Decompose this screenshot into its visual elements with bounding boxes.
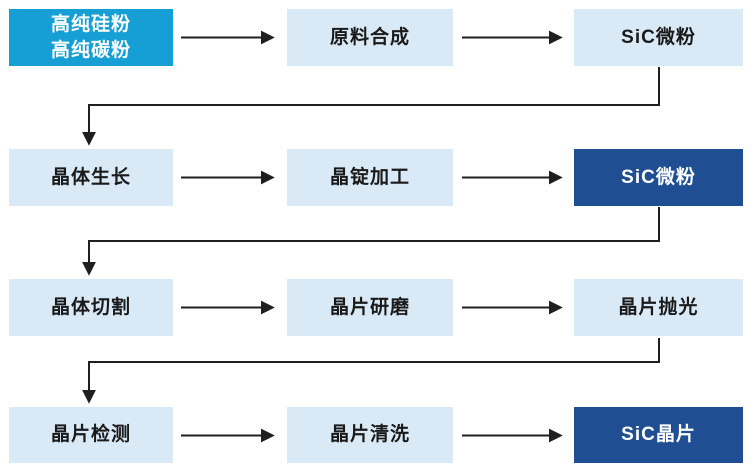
flow-node-sic-wafer: SiC晶片 — [574, 407, 743, 463]
flow-node-material-synthesis: 原料合成 — [287, 9, 453, 66]
flow-node-label: SiC晶片 — [621, 424, 696, 446]
flow-node-sic-micropowder-dark: SiC微粉 — [574, 149, 743, 206]
flow-node-crystal-cutting: 晶体切割 — [9, 279, 173, 336]
flow-node-label: 晶体切割 — [50, 296, 131, 318]
flow-node-wafer-inspection: 晶片检测 — [9, 407, 173, 463]
connector-row1-to-row2 — [82, 67, 660, 146]
flow-node-label: 高纯硅粉 — [50, 13, 131, 35]
flow-node-label: 晶锭加工 — [329, 166, 410, 188]
flow-node-label: 晶片抛光 — [618, 296, 699, 318]
flow-node-label: 晶体生长 — [50, 166, 131, 188]
flow-node-label: 高纯碳粉 — [50, 39, 131, 61]
flow-node-label: SiC微粉 — [621, 26, 696, 48]
flow-node-label: SiC微粉 — [621, 166, 696, 188]
flow-node-label: 晶片清洗 — [329, 424, 410, 446]
connector-row2-to-row3 — [82, 207, 660, 276]
flow-node-sic-micropowder: SiC微粉 — [574, 9, 743, 66]
flow-node-label: 原料合成 — [329, 26, 410, 48]
flow-node-wafer-grinding: 晶片研磨 — [287, 279, 453, 336]
flow-node-wafer-polishing: 晶片抛光 — [574, 279, 743, 336]
connector-row3-to-row4 — [82, 338, 660, 404]
flow-node-label: 晶片研磨 — [329, 296, 410, 318]
flow-node-ingot-processing: 晶锭加工 — [287, 149, 453, 206]
flow-node-wafer-cleaning: 晶片清洗 — [287, 407, 453, 463]
flow-node-crystal-growth: 晶体生长 — [9, 149, 173, 206]
flow-node-label: 晶片检测 — [50, 424, 131, 446]
flow-node-raw-materials: 高纯硅粉 高纯碳粉 — [9, 9, 173, 66]
